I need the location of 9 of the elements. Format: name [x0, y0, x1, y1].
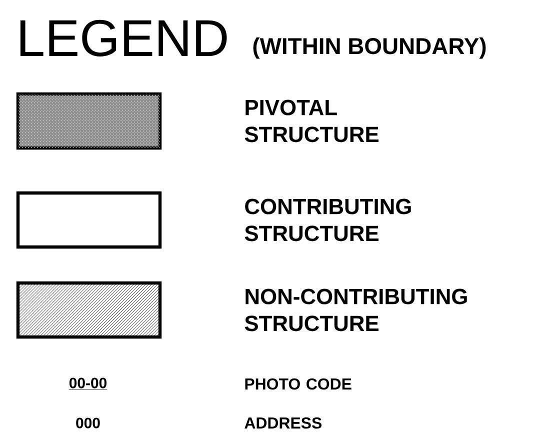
address-sample: 000 [76, 418, 100, 428]
legend-text: PHOTO CODE [245, 378, 352, 390]
legend-text: CONTRIBUTING STRUCTURE [244, 198, 411, 242]
legend-text: ADDRESS [244, 417, 322, 429]
subtitle: (WITHIN BOUNDARY) [253, 37, 486, 59]
legend-text: PIVOTAL STRUCTURE [244, 100, 378, 142]
legend-text: NON-CONTRIBUTING STRUCTURE [244, 288, 467, 332]
photo-code-sample: 00-00 [68, 378, 108, 390]
legend-title: LEGEND [20, 20, 227, 56]
